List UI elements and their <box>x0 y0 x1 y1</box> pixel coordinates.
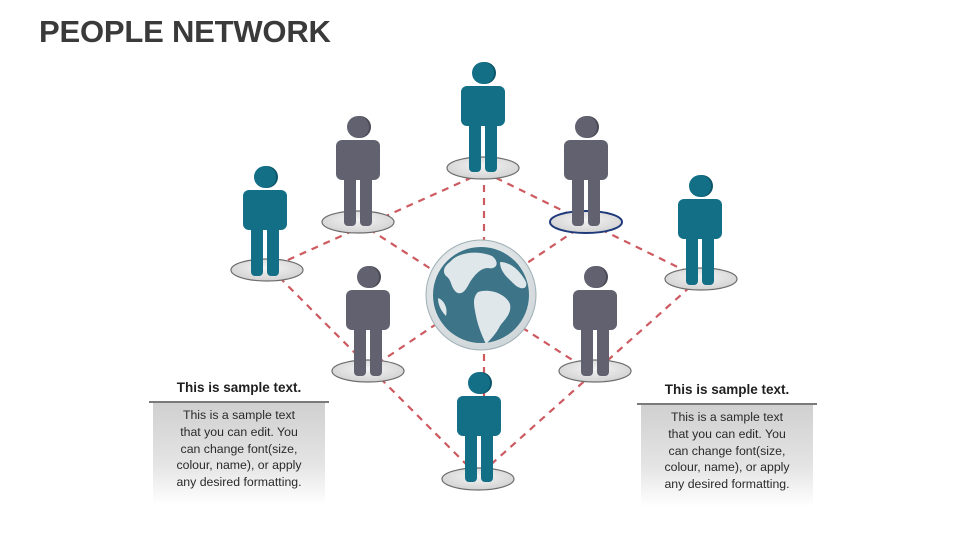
page-title: PEOPLE NETWORK <box>39 14 331 49</box>
text-line: colour, name), or apply <box>664 460 790 475</box>
person-icon <box>457 372 501 482</box>
text-box-body: This is a sample text that you can edit.… <box>153 403 325 505</box>
text-box-heading: This is sample text. <box>149 380 329 403</box>
text-line: can change font(size, <box>180 441 298 456</box>
person-icon <box>336 116 380 226</box>
person-icon <box>564 116 608 226</box>
person-right <box>664 175 738 291</box>
text-box-body: This is a sample text that you can edit.… <box>641 405 813 507</box>
text-line: that you can edit. You <box>668 426 786 441</box>
text-line: can change font(size, <box>668 443 786 458</box>
person-upper-left <box>321 116 395 234</box>
person-lower-left <box>331 266 405 383</box>
globe-icon <box>425 239 537 351</box>
text-line: colour, name), or apply <box>176 458 302 473</box>
person-lower-right <box>558 266 632 383</box>
person-icon <box>573 266 617 376</box>
text-box-right: This is sample text. This is a sample te… <box>637 382 817 507</box>
text-line: that you can edit. You <box>180 424 298 439</box>
person-icon <box>461 62 505 172</box>
text-box-left: This is sample text. This is a sample te… <box>149 380 329 505</box>
text-box-heading: This is sample text. <box>637 382 817 405</box>
text-line: This is a sample text <box>182 408 296 422</box>
person-upper-right <box>549 116 623 234</box>
person-icon <box>346 266 390 376</box>
person-bottom <box>441 372 515 491</box>
person-left <box>230 166 304 282</box>
person-icon <box>678 175 722 285</box>
text-line: any desired formatting. <box>664 477 790 492</box>
person-icon <box>243 166 287 276</box>
text-line: This is a sample text <box>670 410 784 424</box>
person-top <box>446 62 520 180</box>
text-line: any desired formatting. <box>176 475 302 490</box>
